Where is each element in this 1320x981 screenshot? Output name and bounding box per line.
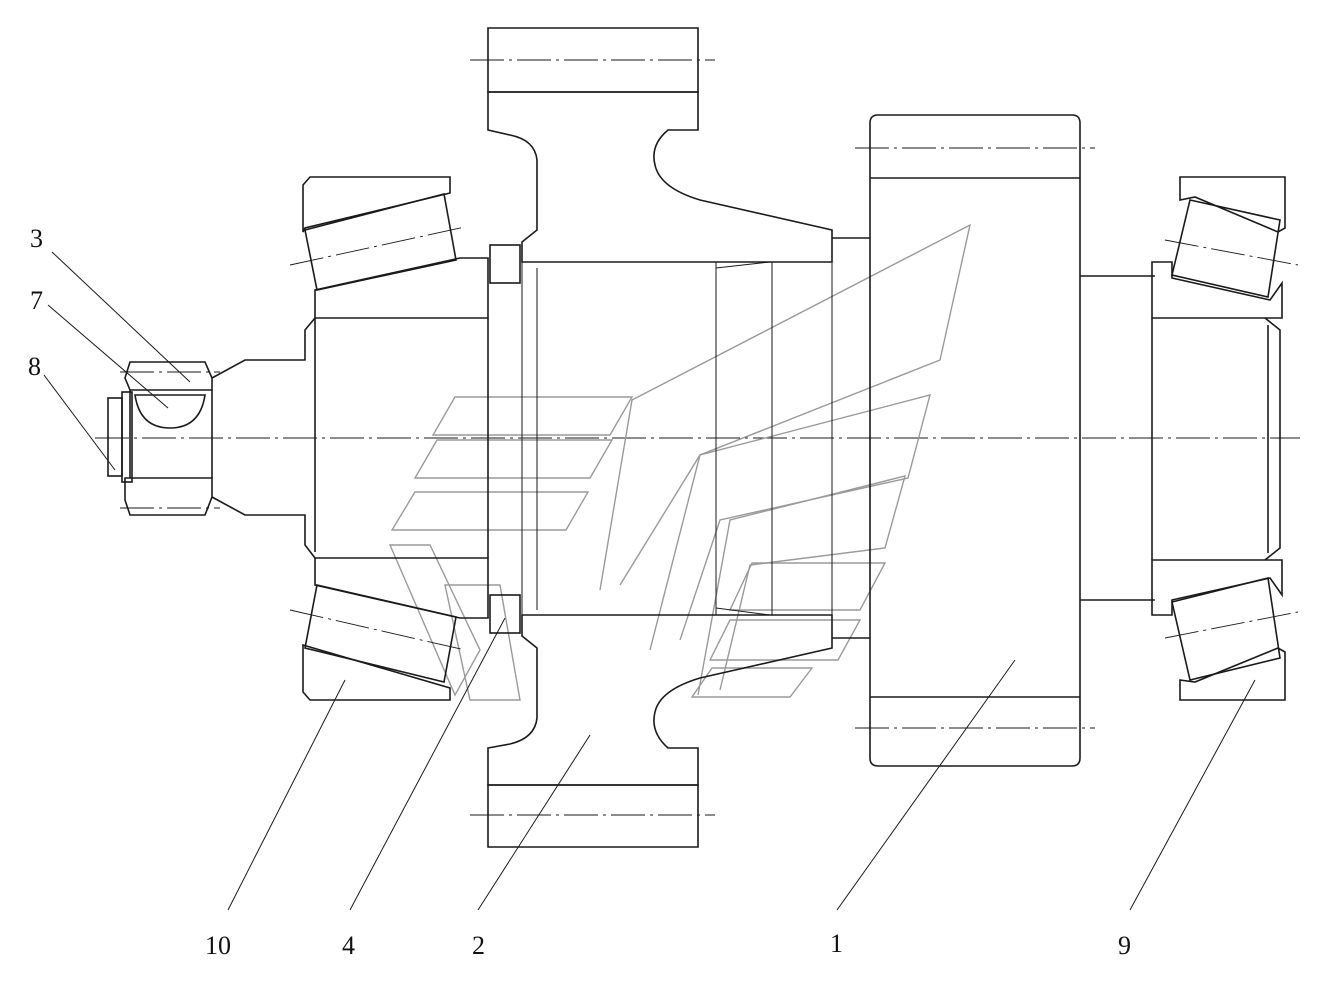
callout-label-1: 1 [830,929,843,958]
callout-label-3: 3 [30,224,43,253]
leader-lines [43,251,1256,911]
segment-key [134,394,206,429]
coupling-nut [120,361,220,516]
callout-label-10: 10 [205,931,231,960]
spur-gear-2 [470,27,833,848]
callout-label-4: 4 [342,931,355,960]
main-shaft [832,114,1155,767]
end-washer [107,391,133,483]
callout-label-9: 9 [1118,931,1131,960]
callout-label-2: 2 [472,931,485,960]
callout-label-8: 8 [28,352,41,381]
left-shaft-end [211,317,489,559]
spacer-ring [489,244,521,634]
watermark-logo [388,223,972,701]
left-roller-bearing [289,176,489,701]
callout-label-7: 7 [30,286,43,315]
right-roller-bearing [1151,176,1299,701]
